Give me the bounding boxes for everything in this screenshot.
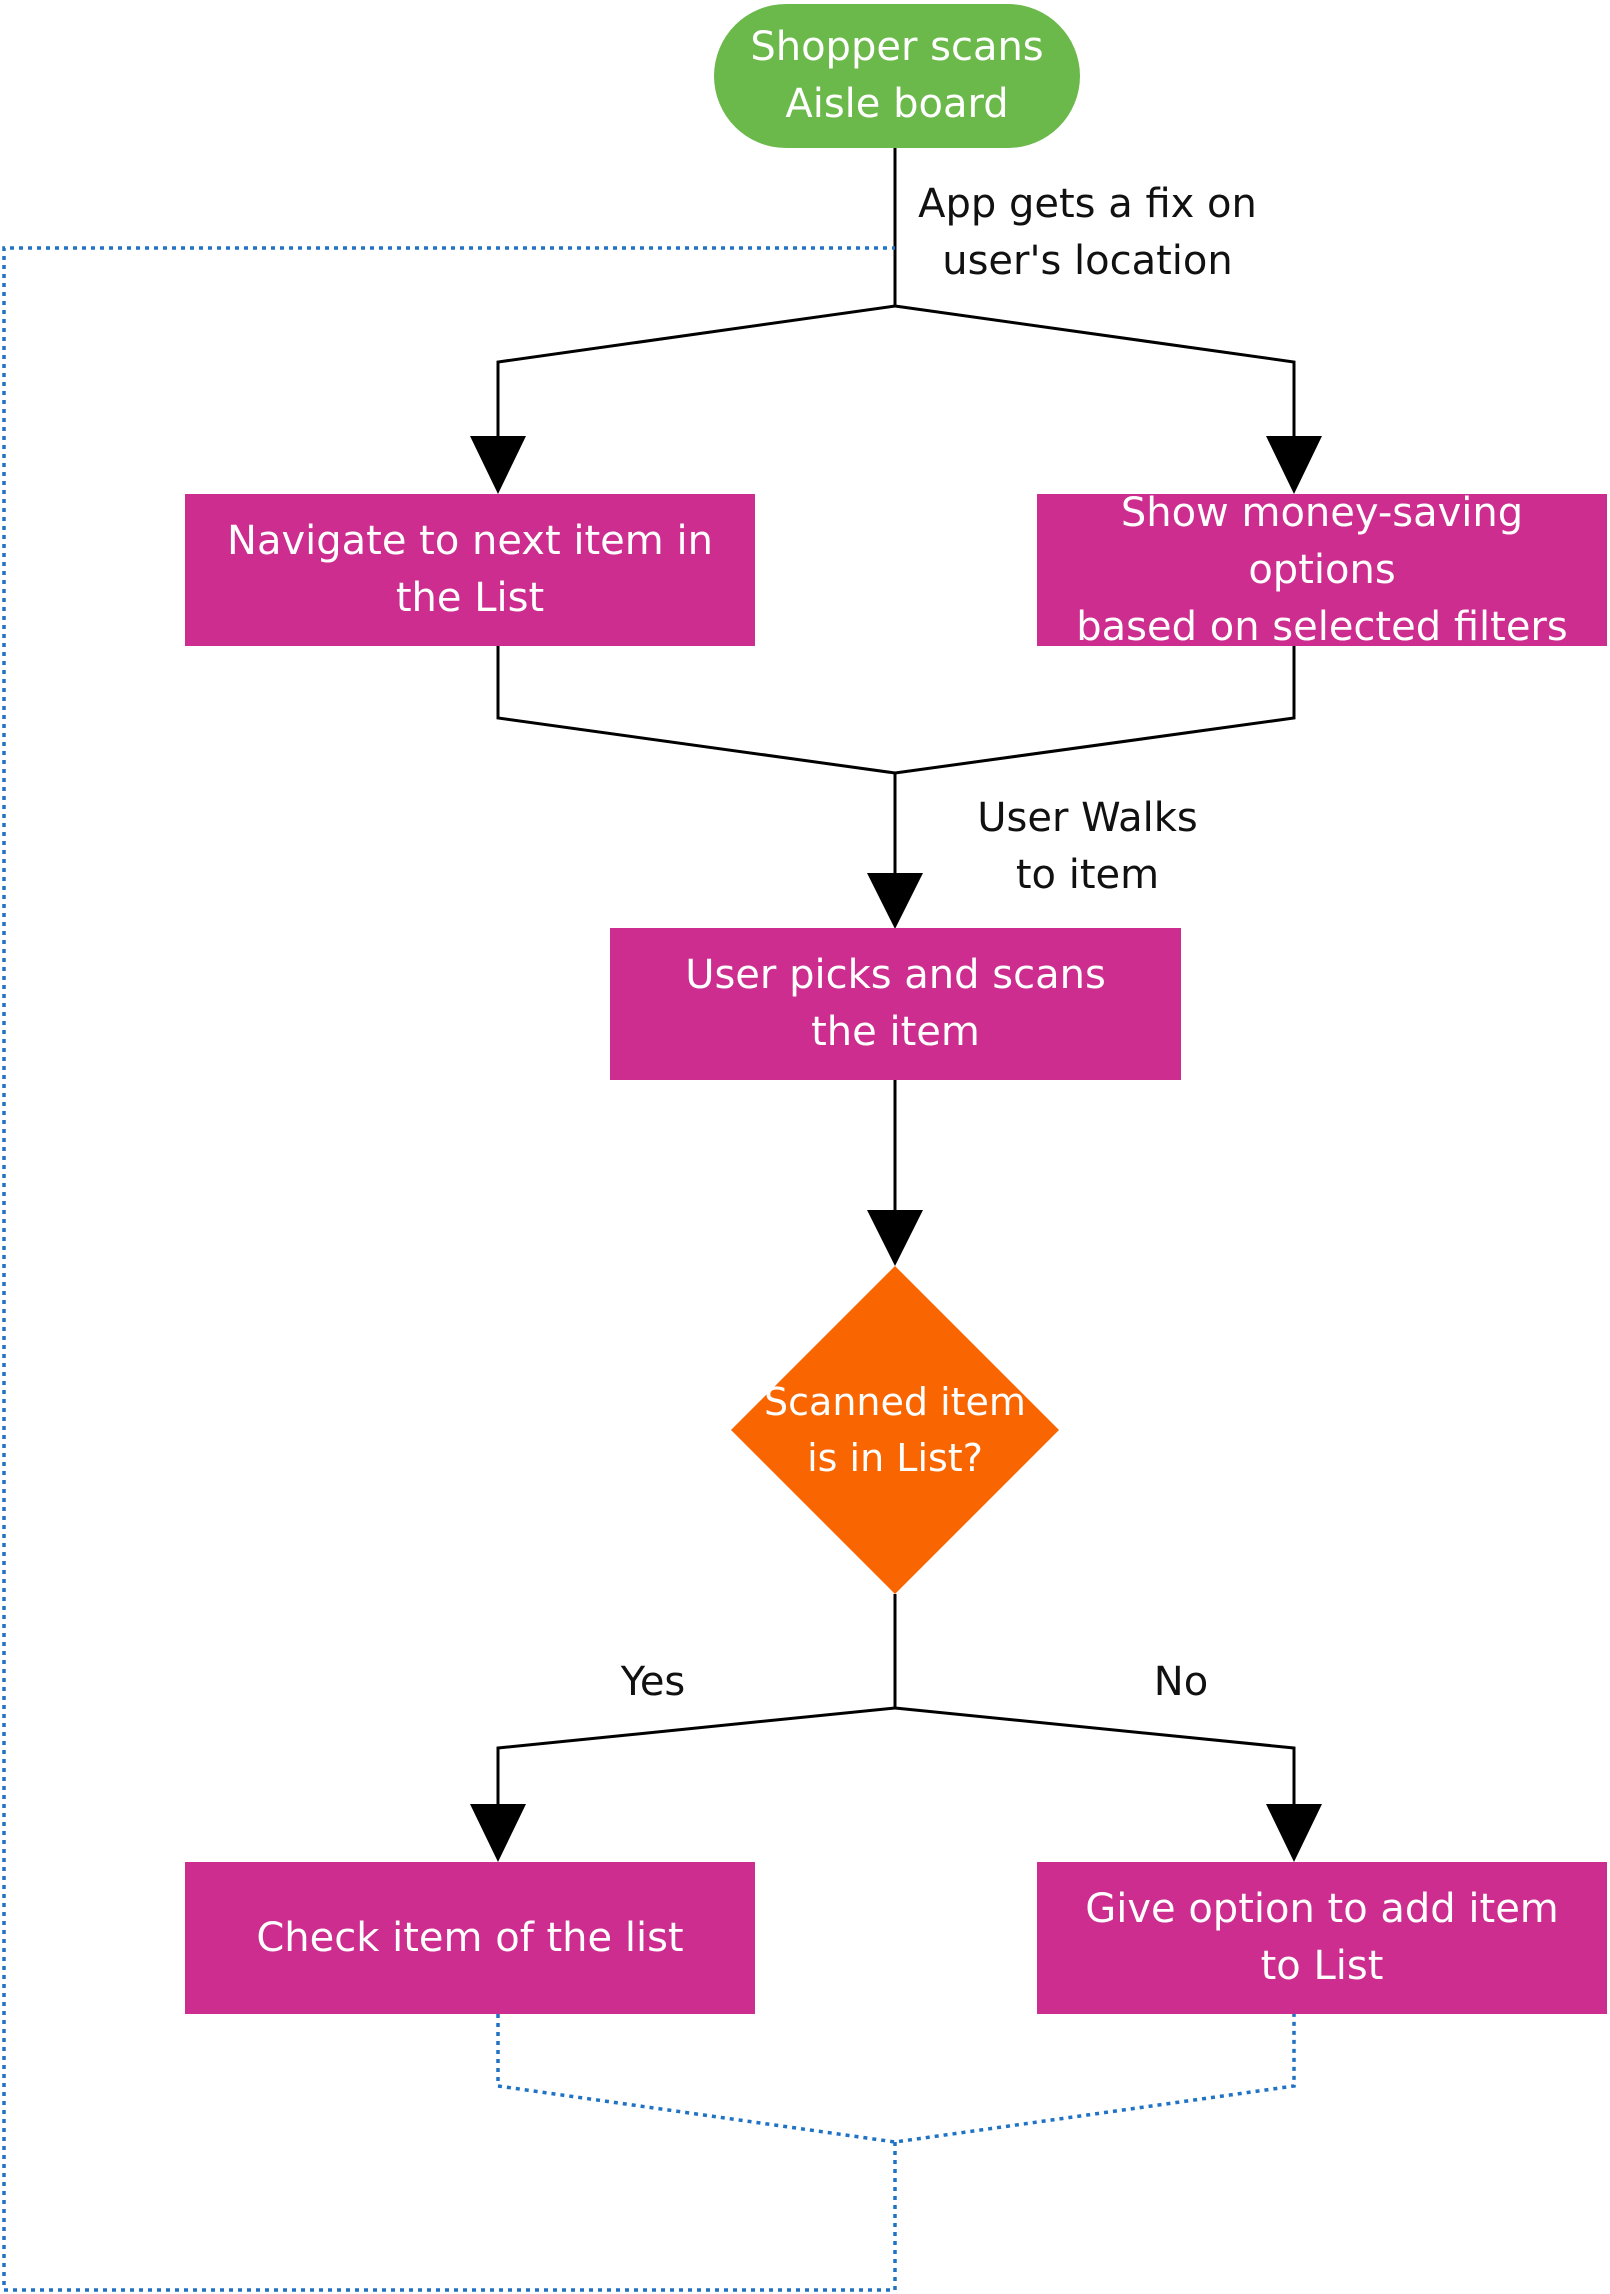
connector-yes-branch bbox=[496, 1706, 896, 1804]
pick-and-scan-process: User picks and scans the item bbox=[610, 928, 1181, 1080]
in-list-decision-label: Scanned item is in List? bbox=[764, 1380, 1026, 1480]
connector-split-to-savings bbox=[894, 304, 1296, 436]
add-to-list-process-label: Give option to add item to List bbox=[1085, 1886, 1559, 1989]
arrowhead-decision bbox=[867, 1210, 923, 1266]
edge-label-user-walks: User Walks to item bbox=[977, 795, 1198, 898]
edge-label-yes: Yes bbox=[620, 1659, 686, 1705]
decision-diamond bbox=[731, 1266, 1059, 1594]
in-list-decision bbox=[731, 1266, 1059, 1594]
loop-back-connector bbox=[2, 246, 1296, 2292]
arrowhead-pick-scan bbox=[867, 873, 923, 929]
start-terminal-label: Shopper scans Aisle board bbox=[750, 24, 1044, 127]
arrowhead-savings bbox=[1266, 436, 1322, 494]
arrowhead-check-item bbox=[470, 1804, 526, 1862]
pick-and-scan-process-label: User picks and scans the item bbox=[685, 952, 1106, 1055]
in-list-decision-text: Scanned item is in List? bbox=[741, 1366, 1049, 1494]
check-item-process: Check item of the list bbox=[185, 1862, 755, 2014]
edge-label-no: No bbox=[1153, 1659, 1209, 1705]
arrowhead-add-option bbox=[1266, 1804, 1322, 1862]
navigate-process: Navigate to next item in the List bbox=[185, 494, 755, 646]
money-saving-process: Show money-saving options based on selec… bbox=[1037, 490, 1607, 650]
arrowhead-navigate bbox=[470, 436, 526, 494]
connector-navigate-to-merge bbox=[496, 646, 896, 775]
check-item-process-label: Check item of the list bbox=[256, 1914, 684, 1961]
navigate-process-label: Navigate to next item in the List bbox=[227, 518, 713, 621]
connector-savings-to-merge bbox=[894, 646, 1296, 775]
connector-no-branch bbox=[894, 1706, 1296, 1804]
add-to-list-process: Give option to add item to List bbox=[1037, 1862, 1607, 2014]
money-saving-process-label: Show money-saving options based on selec… bbox=[1076, 489, 1568, 650]
edge-label-location-fix: App gets a fix on user's location bbox=[918, 181, 1257, 284]
connector-split-to-navigate bbox=[496, 304, 896, 436]
start-terminal: Shopper scans Aisle board bbox=[714, 4, 1080, 148]
